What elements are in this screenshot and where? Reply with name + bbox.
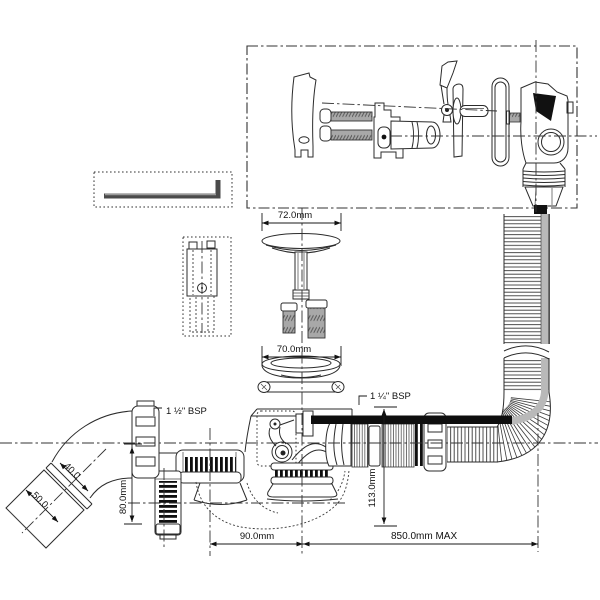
hose-break-symbol bbox=[500, 344, 554, 360]
exploded-overflow-assembly bbox=[246, 45, 578, 214]
cable-conduit-bar bbox=[311, 415, 512, 424]
allen-key-box bbox=[93, 171, 233, 208]
fixing-screws bbox=[319, 108, 373, 142]
hose-bend bbox=[496, 389, 551, 463]
dip-tube-box bbox=[182, 236, 232, 337]
body-thread bbox=[522, 170, 566, 187]
popup-mechanism bbox=[256, 410, 297, 467]
plug bbox=[261, 233, 341, 300]
allen-key-icon bbox=[104, 180, 221, 199]
dip-tube-component bbox=[182, 236, 232, 337]
overflow-lever bbox=[439, 60, 458, 123]
angled-outlet bbox=[5, 410, 133, 549]
grub-screws bbox=[280, 299, 328, 339]
flexible-overflow-hose bbox=[447, 214, 554, 463]
label-waste-thread: 1 ½" BSP bbox=[153, 406, 207, 417]
overflow-faceplate bbox=[491, 77, 521, 167]
dim-label: 113.0mm bbox=[367, 468, 378, 507]
cam-cylinder bbox=[390, 120, 441, 150]
hose-adaptor bbox=[524, 186, 564, 207]
pivot-pin bbox=[452, 97, 489, 125]
allen-key-kit bbox=[93, 171, 233, 208]
dim-label: 80.0mm bbox=[118, 480, 129, 514]
inlet-compression-bell bbox=[266, 462, 339, 502]
dim-trap-seal-depth: 80.0mm bbox=[118, 443, 142, 525]
sealing-washer bbox=[257, 381, 345, 393]
dim-plug-cap-width: 72.0mm bbox=[261, 210, 342, 231]
dim-hose-length: 850.0mm MAX bbox=[302, 531, 539, 547]
thread-label: 1 ¼" BSP bbox=[370, 391, 411, 402]
overflow-body bbox=[520, 81, 574, 214]
dim-trap-centres: 90.0mm bbox=[209, 531, 304, 547]
trap-bowl-outline bbox=[195, 469, 350, 530]
control-cable bbox=[541, 214, 550, 344]
vertical-access-fitting bbox=[154, 470, 182, 540]
waste-plug-assembly bbox=[257, 233, 345, 393]
body-shadow bbox=[533, 93, 556, 121]
overflow-port bbox=[537, 128, 565, 156]
outlet-thread bbox=[351, 423, 369, 468]
dim-label: 850.0mm MAX bbox=[391, 531, 457, 542]
dim-label: 70.0mm bbox=[277, 344, 311, 355]
dim-label: 72.0mm bbox=[278, 210, 312, 221]
hose-nut bbox=[423, 412, 447, 472]
label-overflow-thread: 1 ¼" BSP bbox=[358, 391, 411, 405]
dim-waste-flange-width: 70.0mm bbox=[261, 344, 342, 366]
inlet-nut bbox=[131, 400, 160, 479]
trap-top-plate bbox=[250, 408, 353, 423]
thread-label: 1 ½" BSP bbox=[166, 406, 207, 417]
hose-coupling-nub bbox=[534, 205, 547, 214]
overflow-handle bbox=[291, 72, 317, 158]
faceplate-screw bbox=[508, 112, 521, 123]
waste-flange bbox=[261, 355, 341, 379]
compression-seal bbox=[414, 424, 424, 466]
hose-horizontal-run bbox=[447, 427, 498, 462]
dim-label: 40.0 bbox=[61, 461, 82, 482]
cable-anchor-block bbox=[295, 410, 314, 437]
exploded-view-boundary-box bbox=[246, 45, 578, 209]
dim-label: 90.0mm bbox=[240, 531, 274, 542]
handle-hole bbox=[298, 136, 310, 144]
dim-outlet-height: 113.0mm bbox=[367, 406, 397, 527]
centrelines bbox=[0, 40, 598, 556]
